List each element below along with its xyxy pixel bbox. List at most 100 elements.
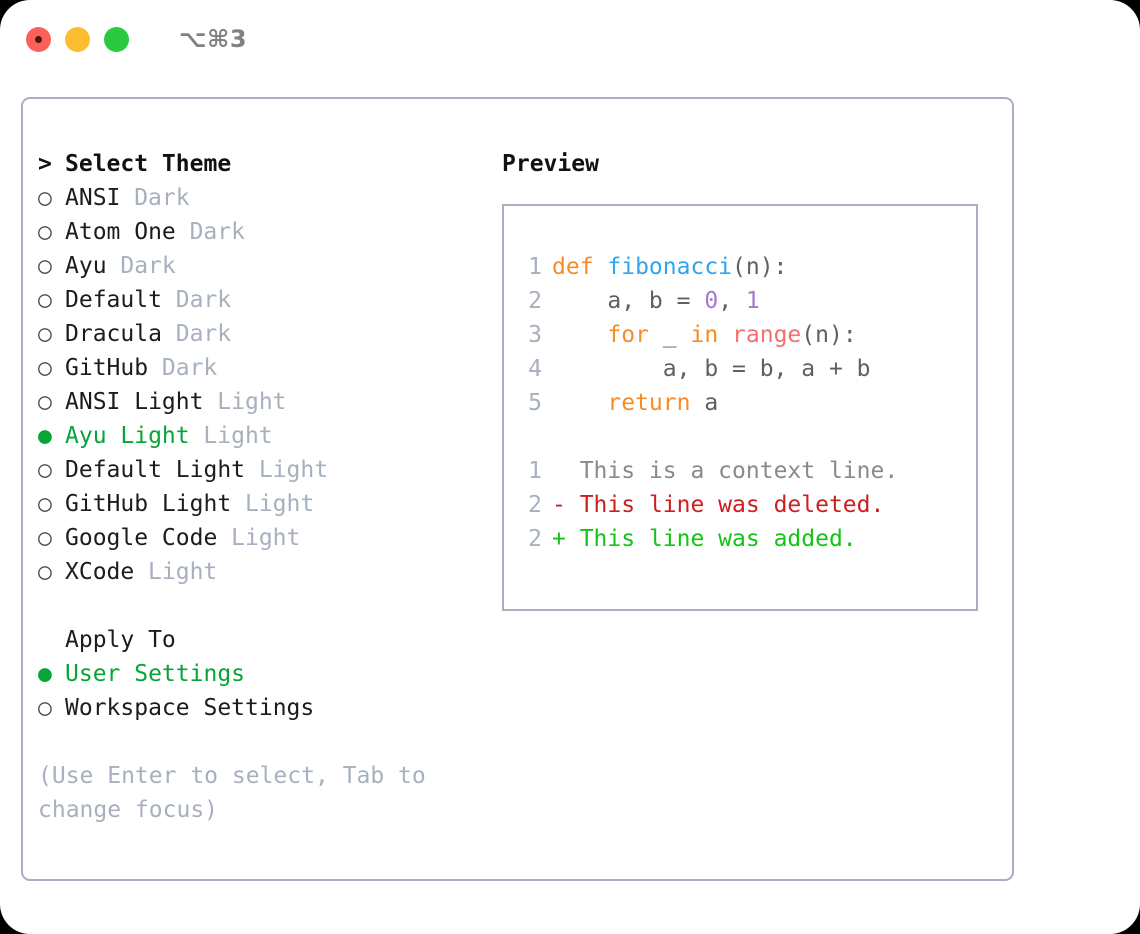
apply-to-item[interactable]: ● User Settings bbox=[38, 657, 488, 691]
code-token: in bbox=[690, 322, 719, 348]
theme-name-label: GitHub Light bbox=[65, 491, 232, 517]
diff-sign: - bbox=[552, 492, 566, 518]
apply-to-header: Apply To bbox=[65, 627, 176, 653]
theme-variant-badge: Light bbox=[203, 423, 273, 449]
theme-name-label: Atom One bbox=[65, 219, 176, 245]
hint-gap bbox=[38, 725, 488, 759]
radio-unselected-icon: ○ bbox=[38, 695, 52, 721]
code-token: 1 bbox=[745, 288, 760, 314]
diff-text: This line was added. bbox=[565, 526, 857, 552]
theme-variant-badge: Dark bbox=[120, 253, 176, 279]
radio-unselected-icon: ○ bbox=[38, 457, 52, 483]
line-number: 1 bbox=[528, 254, 542, 280]
theme-variant-badge: Dark bbox=[189, 219, 245, 245]
code-token: (n): bbox=[801, 322, 857, 348]
code-token: a, b = bbox=[552, 288, 705, 314]
line-number: 1 bbox=[528, 458, 542, 484]
theme-variant-badge: Dark bbox=[175, 321, 232, 347]
theme-variant-badge: Dark bbox=[175, 287, 232, 313]
theme-list-item[interactable]: ○ Default Dark bbox=[38, 283, 488, 317]
code-token: , bbox=[718, 288, 746, 314]
code-diff-separator bbox=[520, 420, 976, 454]
radio-unselected-icon: ○ bbox=[38, 559, 52, 585]
line-number: 2 bbox=[528, 526, 542, 552]
code-token: def bbox=[552, 254, 608, 280]
theme-name-label: GitHub bbox=[65, 355, 149, 381]
diff-sign: + bbox=[552, 526, 566, 552]
radio-unselected-icon: ○ bbox=[38, 287, 52, 313]
theme-variant-badge: Light bbox=[258, 457, 329, 483]
keyboard-hint-text: (Use Enter to select, Tab to change focu… bbox=[38, 763, 426, 823]
apply-to-item[interactable]: ○Workspace Settings bbox=[38, 691, 488, 725]
record-indicator-icon bbox=[35, 35, 42, 43]
code-token bbox=[552, 390, 607, 416]
theme-name-label: ANSI Light bbox=[65, 389, 204, 415]
theme-list-item[interactable]: ○ ANSI Light Light bbox=[38, 385, 488, 419]
traffic-light-group bbox=[26, 26, 129, 52]
code-token: range bbox=[732, 322, 802, 348]
radio-unselected-icon: ○ bbox=[38, 491, 52, 517]
radio-selected-icon: ● bbox=[38, 661, 52, 687]
maximize-window-button[interactable] bbox=[104, 26, 129, 52]
code-token: return bbox=[607, 390, 691, 416]
radio-unselected-icon: ○ bbox=[38, 389, 52, 415]
theme-name-label: Default Light bbox=[65, 457, 246, 483]
theme-variant-badge: Light bbox=[148, 559, 218, 585]
apply-to-label: User Settings bbox=[65, 661, 246, 687]
radio-unselected-icon: ○ bbox=[38, 355, 52, 381]
radio-unselected-icon: ○ bbox=[38, 185, 52, 211]
radio-unselected-icon: ○ bbox=[38, 321, 52, 347]
title-bar: ⌥⌘3 bbox=[0, 0, 1140, 78]
theme-variant-badge: Dark bbox=[161, 355, 218, 381]
diff-line: 2 + This line was added. bbox=[520, 522, 976, 556]
theme-list-item[interactable]: ○ Default Light Light bbox=[38, 453, 488, 487]
diff-line: 2- This line was deleted. bbox=[520, 488, 976, 522]
code-token: fibonacci bbox=[607, 254, 733, 280]
code-line: 1 def fibonacci(n): bbox=[520, 250, 976, 284]
apply-to-list: ● User Settings ○Workspace Settings bbox=[38, 657, 488, 725]
radio-selected-icon: ● bbox=[38, 423, 52, 449]
theme-list-item[interactable]: ○ Ayu Dark bbox=[38, 249, 488, 283]
diff-sign bbox=[552, 458, 566, 484]
theme-variant-badge: Light bbox=[217, 389, 287, 415]
theme-name-label: Ayu bbox=[65, 253, 107, 279]
radio-unselected-icon: ○ bbox=[38, 253, 52, 279]
code-token: a bbox=[690, 390, 719, 416]
close-window-button[interactable] bbox=[26, 26, 51, 52]
theme-name-label: Default bbox=[65, 287, 162, 313]
minimize-window-button[interactable] bbox=[65, 26, 90, 52]
line-number: 3 bbox=[528, 322, 542, 348]
theme-name-label: Dracula bbox=[65, 321, 162, 347]
diff-line: 1 This is a context line. bbox=[520, 454, 976, 488]
theme-name-label: ANSI bbox=[65, 185, 121, 211]
diff-text: This is a context line. bbox=[565, 458, 899, 484]
code-line: 3 for _ in range(n): bbox=[520, 318, 976, 352]
code-token: (n): bbox=[732, 254, 788, 280]
theme-list-item[interactable]: ○ Dracula Dark bbox=[38, 317, 488, 351]
list-gap bbox=[38, 589, 488, 623]
theme-list-item[interactable]: ○ GitHub Dark bbox=[38, 351, 488, 385]
code-token: _ bbox=[648, 322, 691, 348]
theme-list-item[interactable]: ○ Atom One Dark bbox=[38, 215, 488, 249]
keyboard-shortcut-label: ⌥⌘3 bbox=[179, 25, 248, 53]
line-number: 2 bbox=[528, 288, 542, 314]
radio-unselected-icon: ○ bbox=[38, 219, 52, 245]
select-theme-title: Select Theme bbox=[65, 151, 232, 177]
code-token bbox=[552, 322, 607, 348]
line-number: 2 bbox=[528, 492, 542, 518]
preview-title: Preview bbox=[502, 151, 599, 177]
line-number: 4 bbox=[528, 356, 542, 382]
code-token: for bbox=[607, 322, 649, 348]
code-line: 5 return a bbox=[520, 386, 976, 420]
